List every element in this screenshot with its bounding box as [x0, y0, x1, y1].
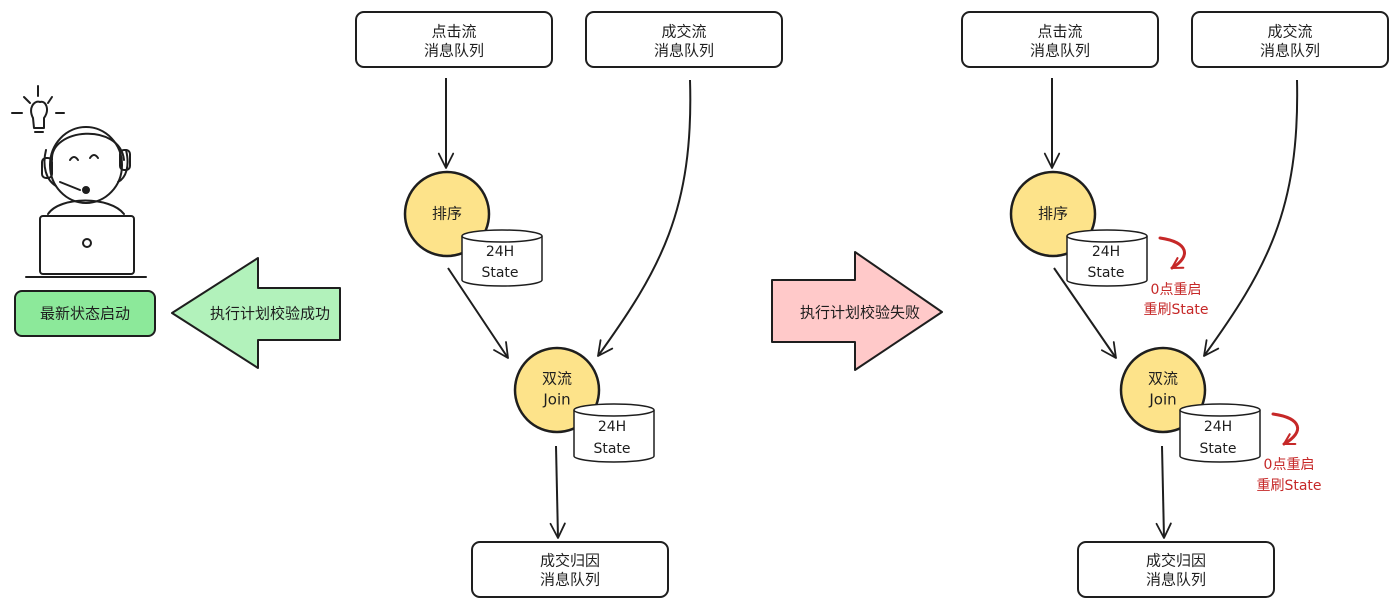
failure-arrow [771, 251, 943, 371]
failure-arrow-label: 执行计划校验失败 [800, 304, 920, 322]
edge-deal-to-join [597, 79, 692, 357]
join-state-store-right [1179, 403, 1261, 463]
click-stream-queue-line2: 消息队列 [424, 42, 484, 60]
sort-restart-line2: 重刷State [1143, 302, 1208, 318]
sort-node-right-label: 排序 [1038, 205, 1068, 223]
click-stream-queue-line1: 点击流 [431, 23, 476, 41]
attribution-output-queue-right [1077, 541, 1275, 598]
click-stream-queue [355, 11, 553, 68]
join-node-right-line2: Join [1148, 391, 1176, 409]
join-restart-line2: 重刷State [1256, 478, 1321, 494]
join-state-store [573, 403, 655, 463]
sort-state-line2: State [481, 265, 518, 281]
success-arrow [171, 257, 341, 369]
join-restart-arrow-icon [1271, 412, 1300, 446]
deal-stream-queue-line2: 消息队列 [654, 42, 714, 60]
sort-restart-line1: 0点重启 [1151, 282, 1202, 298]
join-node-line2: Join [542, 391, 570, 409]
sort-restart-arrow-icon [1158, 236, 1186, 270]
join-state-right-line1: 24H [1204, 419, 1232, 435]
edge-sort-to-join [447, 267, 509, 359]
click-stream-queue-right-line1: 点击流 [1037, 23, 1082, 41]
sort-state-right-line2: State [1087, 265, 1124, 281]
sort-state-line1: 24H [486, 244, 514, 260]
click-stream-queue-right [961, 11, 1159, 68]
deal-stream-queue [585, 11, 783, 68]
sort-state-store-right [1066, 229, 1148, 287]
join-node-line1: 双流 [542, 370, 572, 388]
attribution-output-line2: 消息队列 [540, 571, 600, 589]
edge-sort-to-join-right [1053, 267, 1117, 359]
edge-join-to-output-right [1155, 445, 1172, 539]
join-state-line1: 24H [598, 419, 626, 435]
attribution-output-line1: 成交归因 [540, 552, 600, 570]
join-node-right-line1: 双流 [1148, 370, 1178, 388]
right-plan: 点击流 消息队列 成交流 消息队列 排序 24H State 0点重启 重刷St… [961, 11, 1389, 598]
middle-plan: 点击流 消息队列 成交流 消息队列 排序 24H State 双流 Join 2… [355, 11, 783, 598]
deal-stream-queue-right [1191, 11, 1389, 68]
join-state-line2: State [593, 441, 630, 457]
attribution-output-queue [471, 541, 669, 598]
edge-deal-to-join-right [1203, 79, 1299, 357]
join-state-right-line2: State [1199, 441, 1236, 457]
success-arrow-label: 执行计划校验成功 [210, 305, 330, 323]
click-stream-queue-right-line2: 消息队列 [1030, 42, 1090, 60]
sort-state-right-line1: 24H [1092, 244, 1120, 260]
attribution-output-right-line1: 成交归因 [1146, 552, 1206, 570]
deal-stream-queue-right-line1: 成交流 [1267, 23, 1312, 41]
status-label: 最新状态启动 [40, 305, 130, 323]
engineer-icon [11, 85, 147, 278]
deal-stream-queue-right-line2: 消息队列 [1260, 42, 1320, 60]
status-badge [14, 290, 156, 337]
deal-stream-queue-line1: 成交流 [661, 23, 706, 41]
join-restart-line1: 0点重启 [1264, 457, 1315, 473]
edge-join-to-output [549, 445, 566, 539]
attribution-output-right-line2: 消息队列 [1146, 571, 1206, 589]
sort-state-store [461, 229, 543, 287]
sort-node-label: 排序 [432, 205, 462, 223]
